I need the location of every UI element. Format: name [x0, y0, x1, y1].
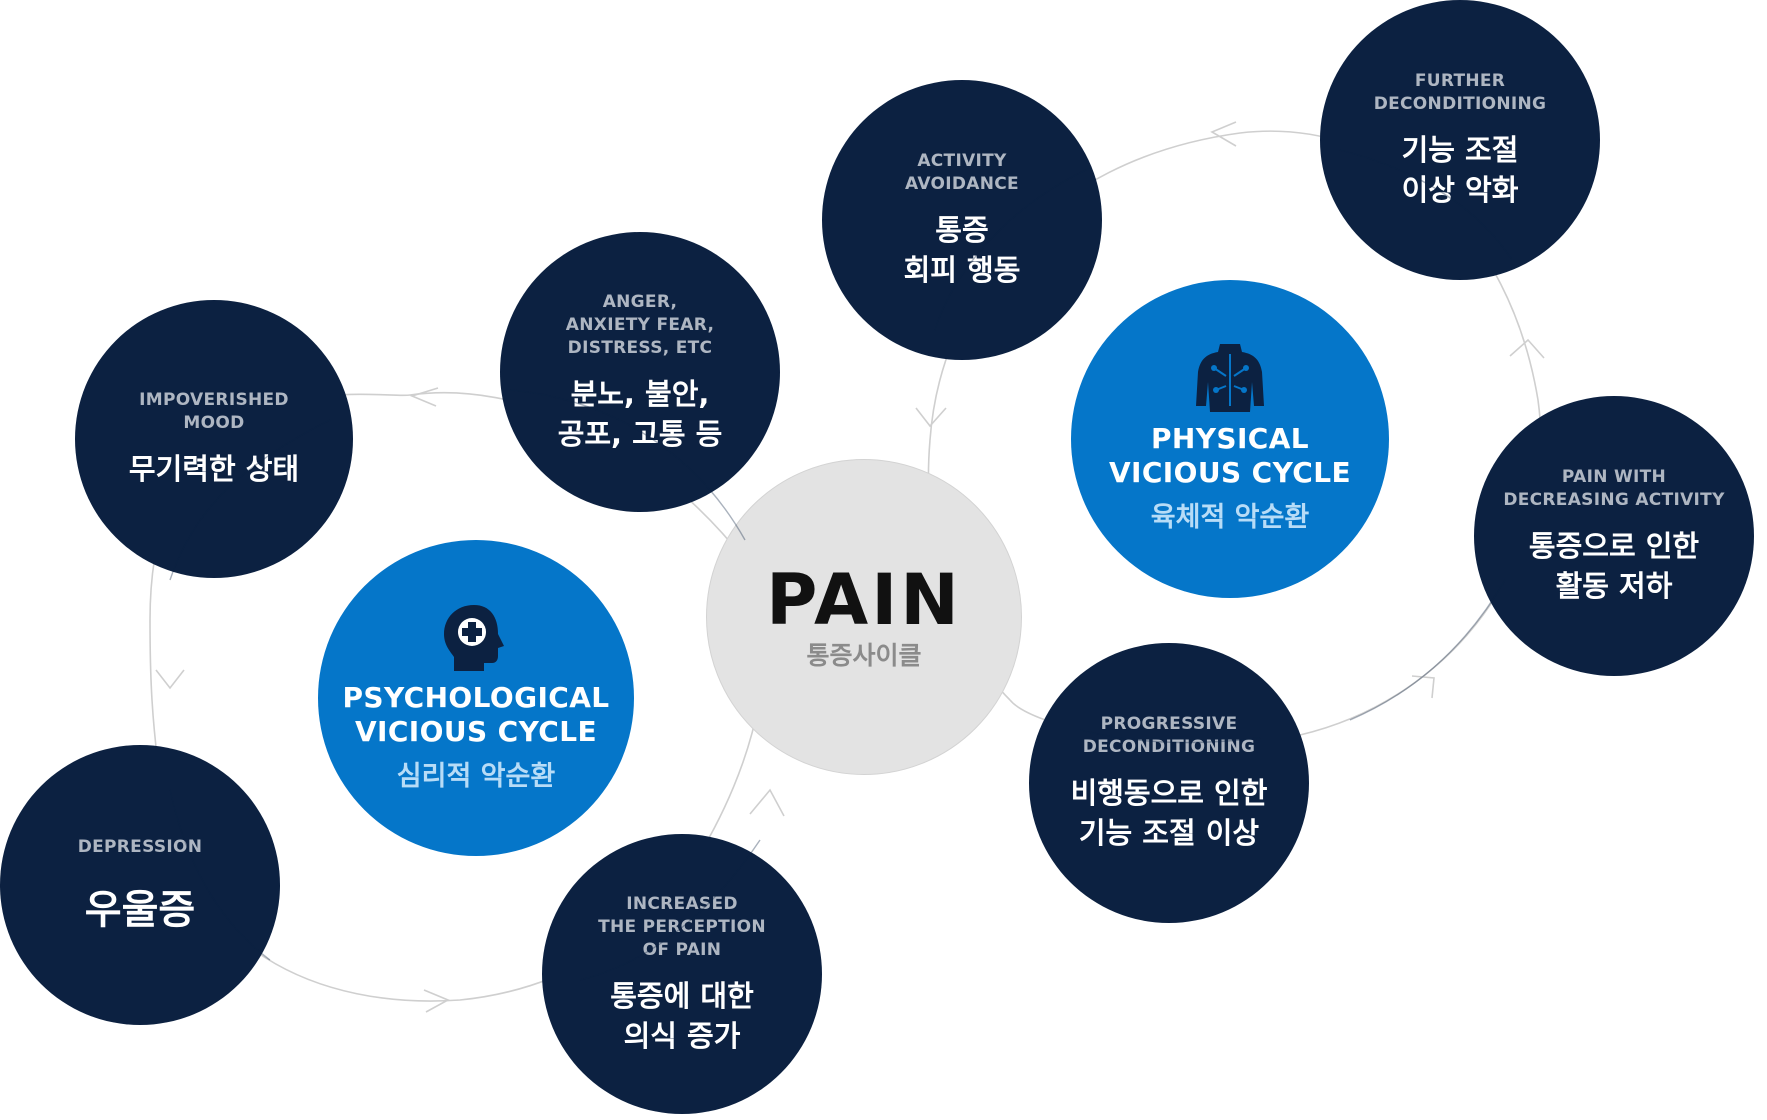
node-further-deconditioning-ko: 기능 조절 이상 악화 [1401, 133, 1519, 207]
node-depression: DEPRESSION 우울증 [0, 745, 280, 1025]
node-anger: ANGER, ANXIETY FEAR, DISTRESS, ETC 분노, 불… [500, 232, 780, 512]
node-further-deconditioning-en: FURTHER DECONDITIONING [1373, 71, 1547, 114]
node-pain-decreasing-activity-en: PAIN WITH DECREASING ACTIVITY [1503, 467, 1725, 510]
human-torso-icon [1196, 344, 1264, 412]
node-increased-perception-en: INCREASED THE PERCEPTION OF PAIN [598, 893, 766, 960]
node-anger-en: ANGER, ANXIETY FEAR, DISTRESS, ETC [565, 291, 715, 358]
head-with-cross-icon [444, 605, 504, 671]
node-anger-ko: 분노, 불안, 공포, 고통 등 [557, 376, 723, 451]
node-activity-avoidance-ko: 통증 회피 행동 [903, 213, 1021, 287]
physical-cycle-circle: PHYSICAL VICIOUS CYCLE 육체적 악순환 [1071, 280, 1389, 598]
arrowhead-left [155, 669, 185, 690]
node-impoverished-mood-en: IMPOVERISHED MOOD [139, 390, 289, 433]
node-activity-avoidance-en: ACTIVITY AVOIDANCE [905, 151, 1019, 194]
pain-subtitle: 통증사이클 [806, 641, 922, 670]
arrowhead-bottom [423, 989, 450, 1013]
node-further-deconditioning: FURTHER DECONDITIONING 기능 조절 이상 악화 [1320, 0, 1600, 280]
psychological-cycle-title: PSYCHOLOGICAL VICIOUS CYCLE [342, 681, 610, 748]
physical-cycle-korean: 육체적 악순환 [1150, 502, 1310, 533]
node-activity-avoidance: ACTIVITY AVOIDANCE 통증 회피 행동 [822, 80, 1102, 360]
node-progressive-deconditioning-en: PROGRESSIVE DECONDITIONING [1082, 714, 1256, 757]
psychological-cycle-circle: PSYCHOLOGICAL VICIOUS CYCLE 심리적 악순환 [318, 540, 634, 856]
arrowhead-top-left [409, 387, 439, 407]
arrowhead-top-right [1210, 121, 1237, 147]
node-progressive-deconditioning: PROGRESSIVE DECONDITIONING 비행동으로 인한 기능 조… [1029, 643, 1309, 923]
pain-center-circle: PAIN 통증사이클 [706, 459, 1022, 775]
node-increased-perception-ko: 통증에 대한 의식 증가 [610, 978, 754, 1053]
arrowhead-up-center [749, 788, 785, 817]
arrowhead-bottom-right [1411, 675, 1435, 699]
node-pain-decreasing-activity-ko: 통증으로 인한 활동 저하 [1528, 529, 1700, 603]
node-impoverished-mood-ko: 무기력한 상태 [128, 452, 300, 486]
node-increased-perception: INCREASED THE PERCEPTION OF PAIN 통증에 대한 … [542, 834, 822, 1114]
node-depression-ko: 우울증 [84, 886, 196, 933]
arrowhead-down-middle [915, 407, 947, 428]
physical-cycle-title: PHYSICAL VICIOUS CYCLE [1108, 422, 1352, 489]
node-impoverished-mood: IMPOVERISHED MOOD 무기력한 상태 [75, 300, 353, 578]
node-progressive-deconditioning-ko: 비행동으로 인한 기능 조절 이상 [1070, 776, 1268, 850]
psychological-cycle-korean: 심리적 악순환 [396, 761, 556, 792]
node-pain-decreasing-activity: PAIN WITH DECREASING ACTIVITY 통증으로 인한 활동… [1474, 396, 1754, 676]
arrowhead-right [1509, 338, 1545, 359]
node-depression-en: DEPRESSION [77, 836, 203, 857]
pain-title: PAIN [766, 559, 962, 641]
